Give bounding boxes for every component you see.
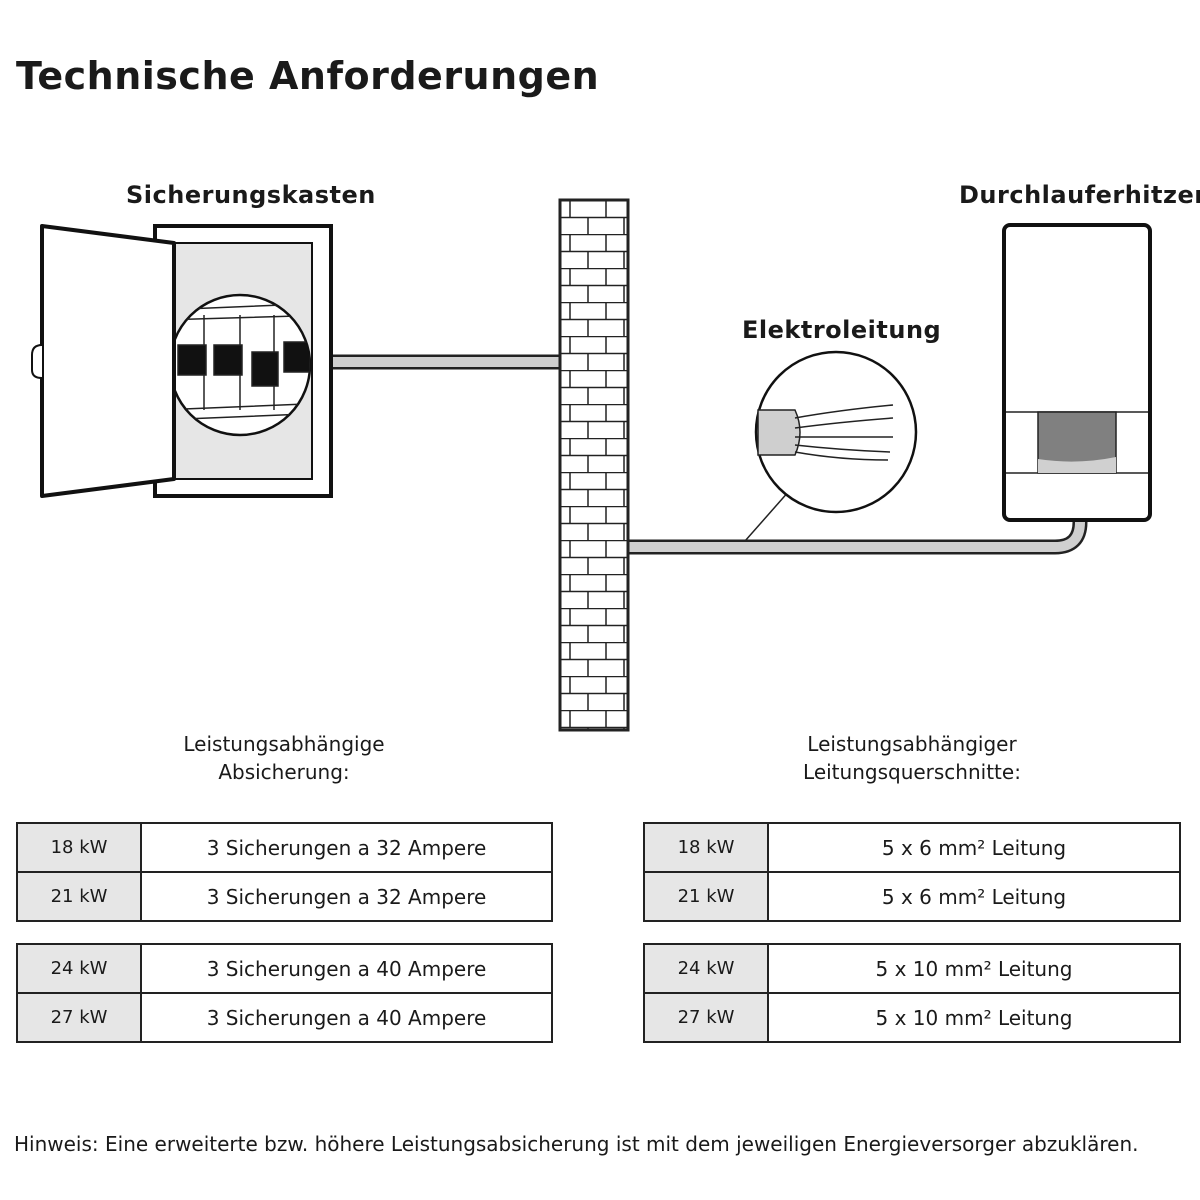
cable-detail [744, 350, 918, 542]
value-cell: 5 x 6 mm² Leitung [767, 822, 1181, 873]
right-caption-line: Leitungsquerschnitte: [803, 760, 1021, 784]
water-heater [1002, 223, 1152, 522]
left-caption-line: Leistungsabhängige [183, 732, 385, 756]
brick-wall [558, 198, 630, 732]
right-caption: Leistungsabhängiger Leitungsquerschnitte… [762, 730, 1062, 786]
cable-line [332, 354, 1088, 555]
value-cell: 5 x 6 mm² Leitung [767, 871, 1181, 922]
power-cell: 21 kW [16, 871, 142, 922]
power-cell: 18 kW [643, 822, 769, 873]
left-caption: Leistungsabhängige Absicherung: [134, 730, 434, 786]
power-cell: 27 kW [643, 992, 769, 1043]
left-caption-line: Absicherung: [218, 760, 350, 784]
power-cell: 27 kW [16, 992, 142, 1043]
value-cell: 5 x 10 mm² Leitung [767, 943, 1181, 994]
fuse-box-label: Sicherungskasten [126, 181, 376, 209]
power-cell: 24 kW [643, 943, 769, 994]
heater-label: Durchlauferhitzer [959, 181, 1200, 209]
power-cell: 24 kW [16, 943, 142, 994]
value-cell: 3 Sicherungen a 40 Ampere [140, 992, 553, 1043]
value-cell: 3 Sicherungen a 32 Ampere [140, 822, 553, 873]
value-cell: 3 Sicherungen a 32 Ampere [140, 871, 553, 922]
note-text: Hinweis: Eine erweiterte bzw. höhere Lei… [14, 1132, 1139, 1156]
power-cell: 18 kW [16, 822, 142, 873]
right-caption-line: Leistungsabhängiger [807, 732, 1017, 756]
value-cell: 3 Sicherungen a 40 Ampere [140, 943, 553, 994]
fuse-box [31, 224, 333, 498]
power-cell: 21 kW [643, 871, 769, 922]
cable-label: Elektroleitung [742, 316, 942, 344]
page-title: Technische Anforderungen [16, 54, 600, 98]
value-cell: 5 x 10 mm² Leitung [767, 992, 1181, 1043]
